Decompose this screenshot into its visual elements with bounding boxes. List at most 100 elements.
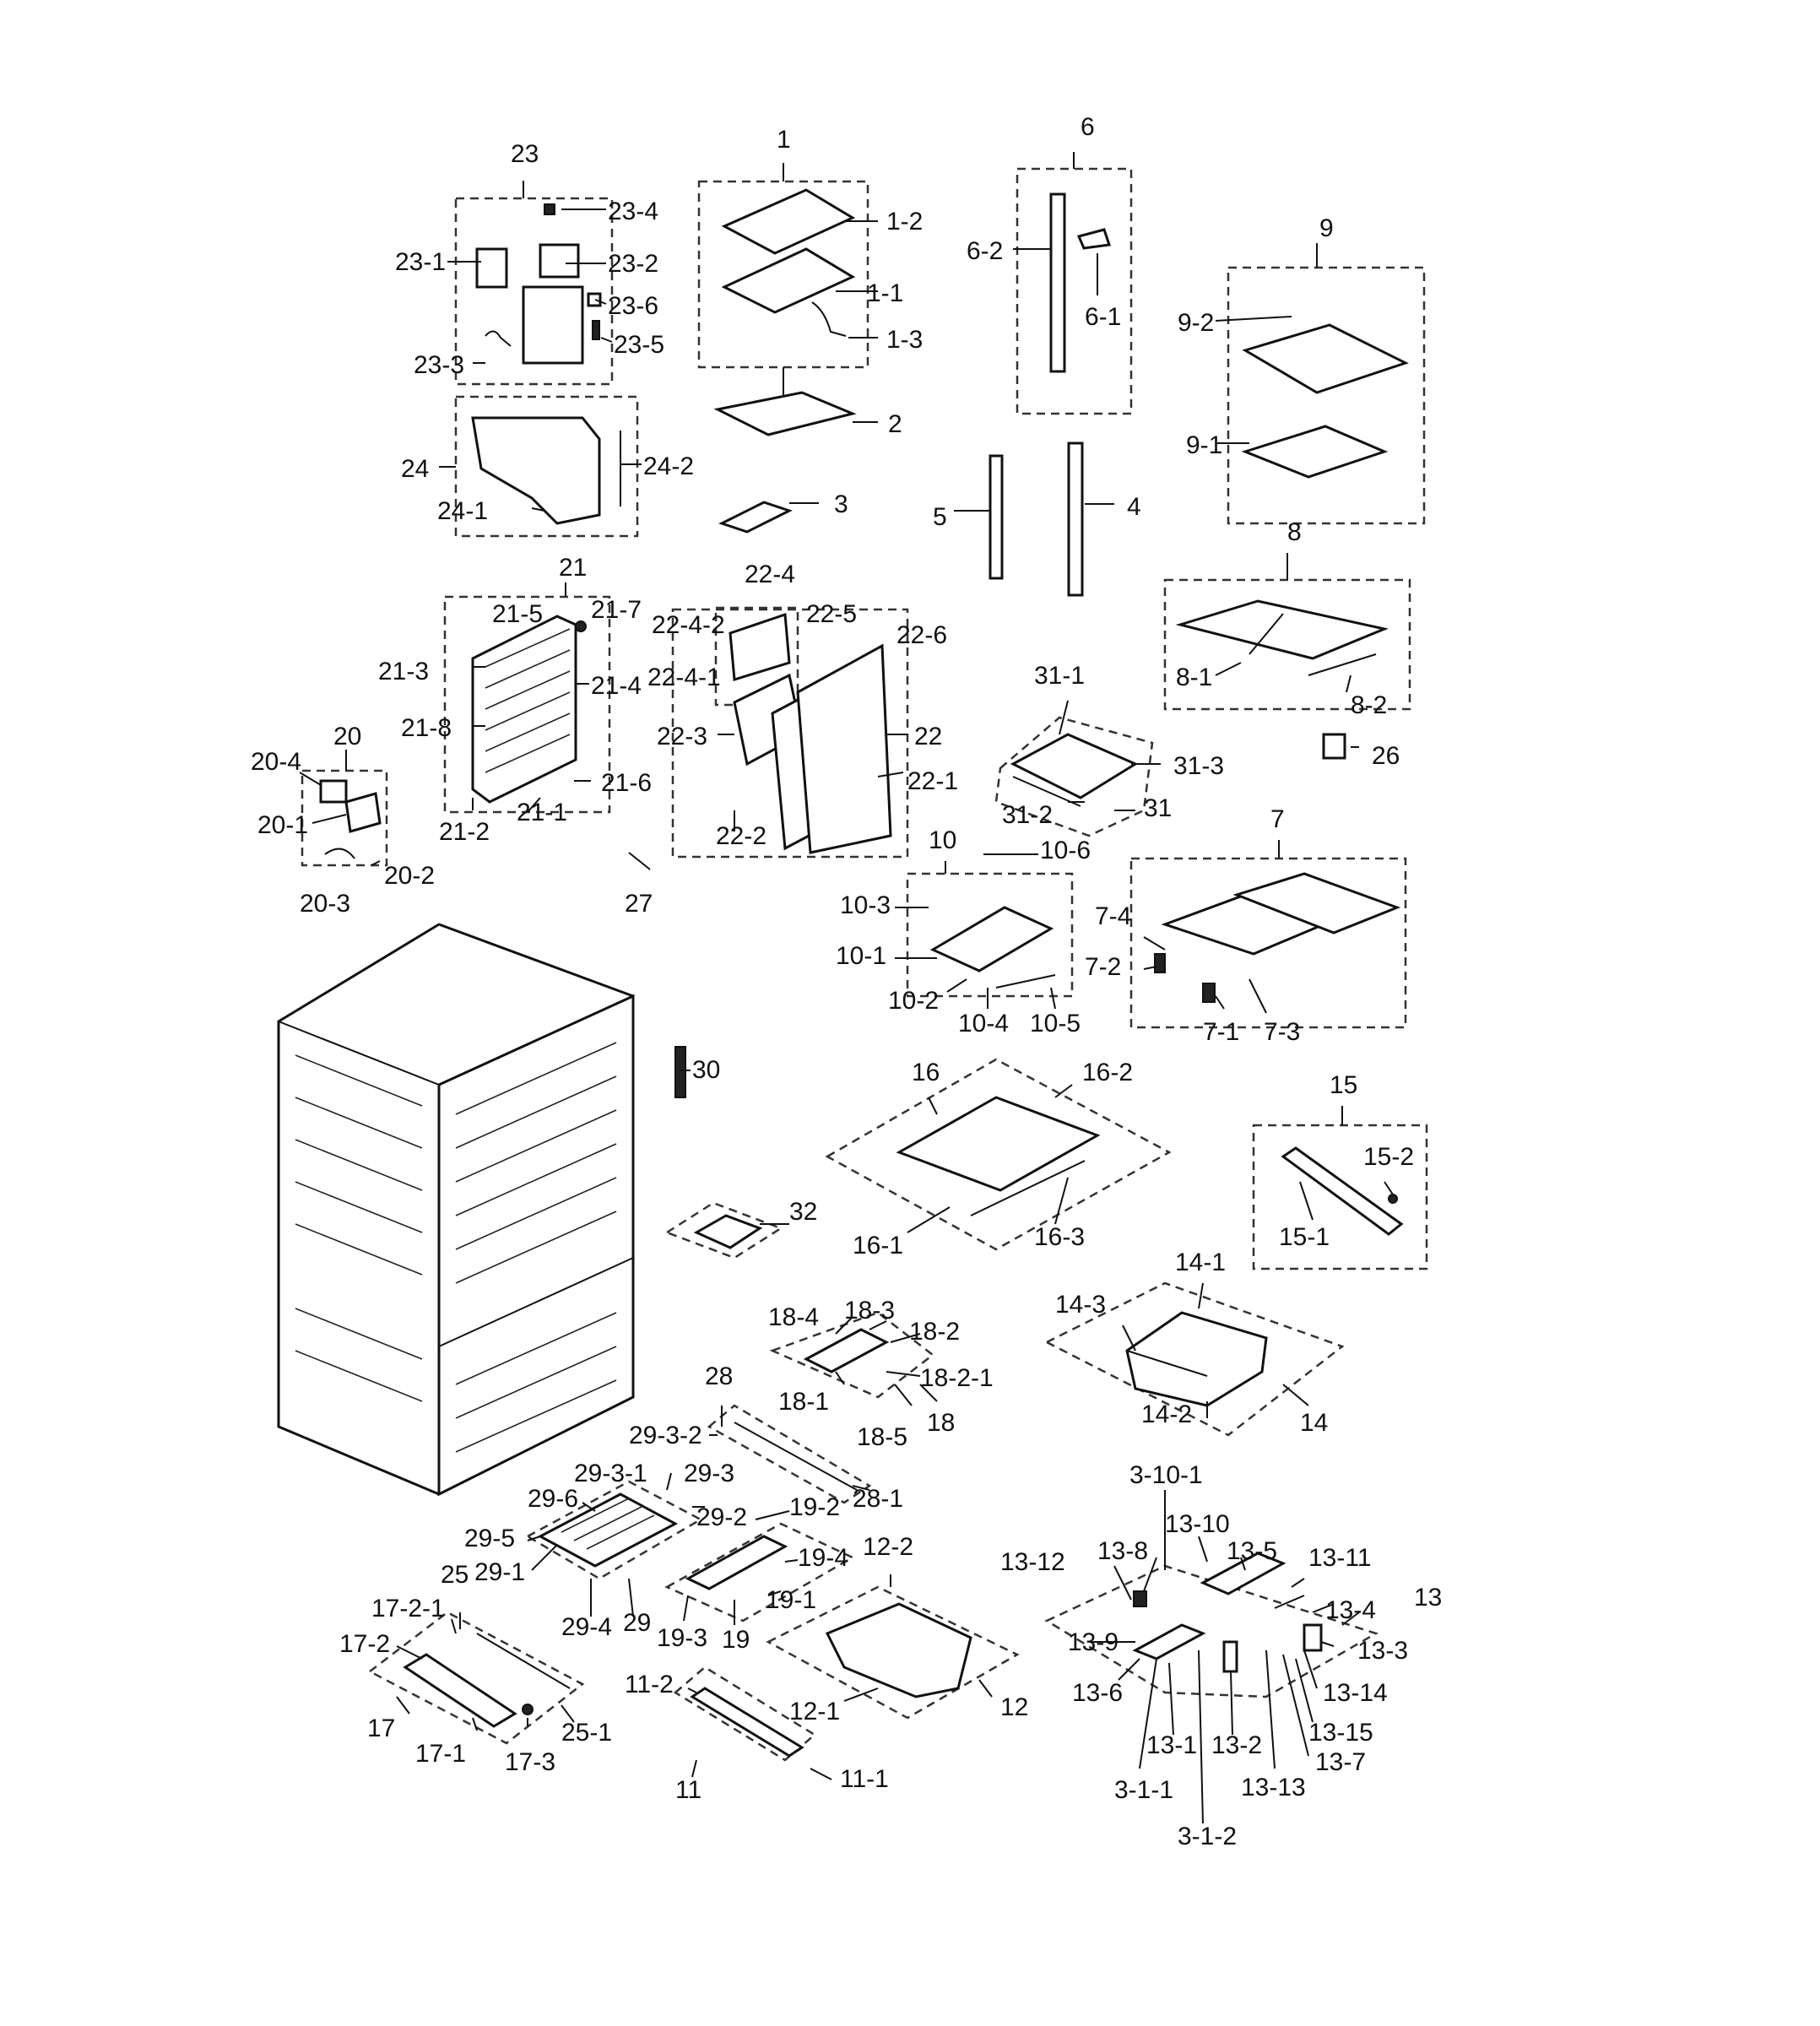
label-10-5: 10-5 — [1030, 1010, 1081, 1037]
part-24-ice-bucket — [471, 416, 621, 525]
label-7-1: 7-1 — [1203, 1018, 1239, 1046]
label-21-3: 21-3 — [378, 658, 429, 685]
label-22-3: 22-3 — [657, 723, 707, 750]
group-box-13 — [1044, 1564, 1379, 1698]
label-25-1: 25-1 — [561, 1719, 612, 1747]
part-18-cover — [803, 1328, 890, 1373]
part-labels: 23 23-4 23-1 23-2 23-6 23-5 23-3 24 24-2… — [251, 113, 1442, 1850]
label-15: 15 — [1330, 1071, 1357, 1099]
label-21-8: 21-8 — [401, 714, 452, 742]
label-23-3: 23-3 — [414, 351, 464, 379]
label-11-1: 11-1 — [840, 1765, 889, 1793]
label-23-5: 23-5 — [614, 331, 664, 359]
label-26: 26 — [1372, 742, 1400, 770]
label-23-6: 23-6 — [608, 292, 658, 320]
label-8: 8 — [1287, 518, 1302, 546]
label-22-5: 22-5 — [806, 600, 857, 628]
label-6-2: 6-2 — [967, 237, 1003, 265]
part-7-shelf — [1154, 872, 1401, 1003]
label-3-1-1: 3-1-1 — [1114, 1776, 1173, 1804]
label-23-1: 23-1 — [395, 248, 446, 276]
label-4: 4 — [1127, 493, 1141, 521]
label-14-1: 14-1 — [1175, 1249, 1226, 1276]
label-18-2-1: 18-2-1 — [920, 1364, 994, 1392]
label-10-1: 10-1 — [836, 942, 886, 970]
part-3-bracket — [718, 501, 793, 534]
label-22-4-2: 22-4-2 — [652, 611, 725, 639]
part-cabinet — [277, 923, 635, 1497]
label-14-3: 14-3 — [1055, 1291, 1106, 1319]
part-9-shelf — [1241, 323, 1409, 479]
label-1-2: 1-2 — [886, 208, 923, 236]
part-27-pin — [628, 852, 651, 870]
label-21-2: 21-2 — [439, 818, 490, 846]
part-26-clip — [1322, 733, 1346, 760]
label-15-1: 15-1 — [1279, 1223, 1330, 1251]
label-24-2: 24-2 — [643, 452, 694, 480]
part-sketches — [277, 188, 1409, 1758]
group-box-29 — [525, 1480, 703, 1580]
label-6-1: 6-1 — [1085, 303, 1121, 331]
label-23: 23 — [511, 140, 539, 168]
label-8-1: 8-1 — [1176, 664, 1212, 691]
part-16-tray — [896, 1096, 1101, 1216]
group-box-28 — [707, 1404, 872, 1504]
label-13-10: 13-10 — [1165, 1510, 1230, 1538]
group-box-7 — [1129, 857, 1407, 1029]
label-11-2: 11-2 — [625, 1671, 674, 1698]
label-12-2: 12-2 — [863, 1533, 913, 1561]
label-13-8: 13-8 — [1097, 1537, 1148, 1565]
label-13-1: 13-1 — [1146, 1731, 1197, 1759]
part-8-shelf — [1175, 599, 1389, 676]
label-13: 13 — [1414, 1584, 1442, 1612]
label-2: 2 — [888, 410, 902, 438]
label-3-1-2: 3-1-2 — [1178, 1823, 1237, 1850]
label-13-12: 13-12 — [1000, 1548, 1065, 1576]
part-1-top-cover — [721, 188, 856, 337]
group-box-23 — [454, 197, 614, 386]
label-9: 9 — [1319, 214, 1334, 242]
label-16: 16 — [912, 1059, 940, 1086]
group-box-31 — [994, 716, 1154, 837]
label-18: 18 — [927, 1409, 955, 1437]
label-18-1: 18-1 — [778, 1388, 829, 1416]
label-22-6: 22-6 — [896, 621, 947, 649]
label-29-2: 29-2 — [696, 1503, 747, 1531]
label-29-3: 29-3 — [684, 1460, 734, 1487]
group-box-16 — [825, 1058, 1172, 1251]
label-13-14: 13-14 — [1323, 1679, 1388, 1707]
label-12-1: 12-1 — [789, 1698, 840, 1725]
label-12: 12 — [1000, 1693, 1028, 1721]
label-29-3-2: 29-3-2 — [629, 1422, 702, 1449]
part-28-strip — [734, 1422, 858, 1491]
label-20: 20 — [333, 723, 361, 750]
label-8-2: 8-2 — [1351, 691, 1387, 719]
label-24-1: 24-1 — [437, 497, 488, 525]
label-25: 25 — [441, 1561, 469, 1589]
label-21-5: 21-5 — [492, 600, 543, 628]
group-box-19 — [664, 1522, 855, 1622]
group-boxes — [301, 167, 1428, 1762]
label-31-2: 31-2 — [1002, 801, 1053, 829]
group-box-15 — [1252, 1124, 1428, 1270]
label-3: 3 — [834, 490, 848, 518]
label-22-4-1: 22-4-1 — [647, 664, 721, 691]
part-6-1-clip — [1076, 228, 1111, 250]
group-box-20 — [301, 769, 388, 867]
label-16-2: 16-2 — [1082, 1059, 1133, 1086]
part-14-drawer — [1125, 1311, 1268, 1407]
label-13-9: 13-9 — [1068, 1628, 1119, 1656]
label-21-1: 21-1 — [517, 799, 567, 826]
label-10-6: 10-6 — [1040, 837, 1091, 864]
label-21: 21 — [559, 554, 587, 582]
group-box-14 — [1044, 1281, 1345, 1437]
label-1: 1 — [777, 126, 791, 154]
label-18-2: 18-2 — [909, 1318, 960, 1346]
label-19-4: 19-4 — [798, 1544, 848, 1572]
label-7: 7 — [1270, 805, 1285, 833]
part-31-tray — [1010, 733, 1139, 807]
group-box-22 — [671, 608, 909, 859]
label-7-4: 7-4 — [1095, 902, 1131, 930]
part-17-cover — [403, 1633, 571, 1728]
label-20-1: 20-1 — [257, 811, 308, 839]
